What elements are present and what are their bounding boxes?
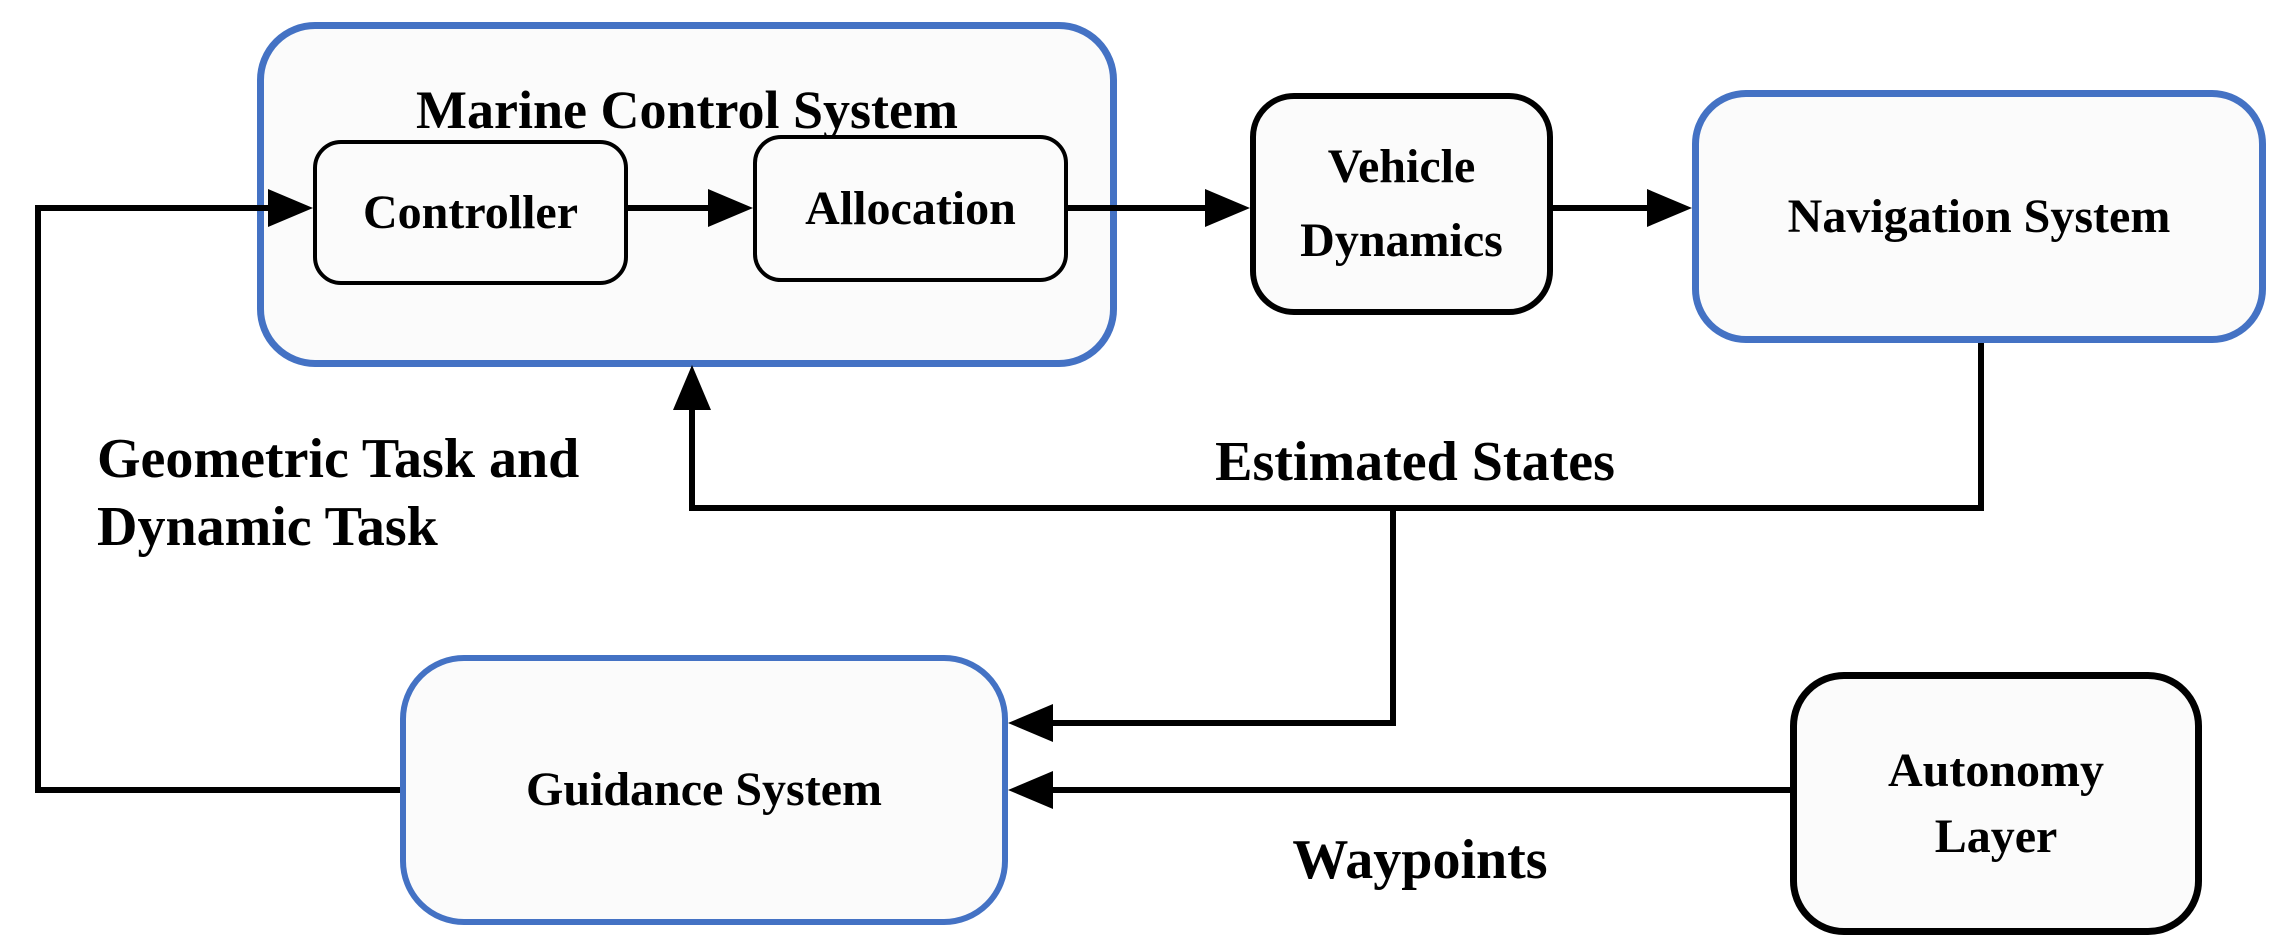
connector-branch-to-guidance xyxy=(1050,720,1396,726)
connector-waypoints xyxy=(1050,787,1790,793)
arrowhead-into-controller xyxy=(268,189,313,227)
navigation-system-box: Navigation System xyxy=(1692,90,2266,343)
connector-vehicle-dynamics-to-navigation xyxy=(1553,205,1649,211)
marine-control-system-title: Marine Control System xyxy=(416,80,958,140)
estimated-states-label: Estimated States xyxy=(1215,431,1615,493)
connector-navigation-down xyxy=(1978,343,1984,511)
arrowhead-into-marine-control-system xyxy=(673,365,711,410)
connector-guidance-to-left xyxy=(35,787,400,793)
connector-branch-down xyxy=(1390,508,1396,726)
connector-feedback-up xyxy=(689,408,695,508)
autonomy-layer-box: Autonomy Layer xyxy=(1790,672,2202,935)
connector-left-vertical xyxy=(35,205,41,793)
guidance-system-box: Guidance System xyxy=(400,655,1008,925)
vehicle-dynamics-box: Vehicle Dynamics xyxy=(1250,93,1553,315)
arrowhead-into-guidance-bottom xyxy=(1008,771,1053,809)
controller-label: Controller xyxy=(362,185,579,239)
connector-into-controller xyxy=(35,205,270,211)
controller-box: Controller xyxy=(313,140,628,285)
waypoints-label: Waypoints xyxy=(1292,829,1548,891)
geometric-task-label: Geometric Task and Dynamic Task xyxy=(97,428,580,558)
navigation-system-label: Navigation System xyxy=(1787,189,2171,243)
autonomy-layer-label: Autonomy Layer xyxy=(1887,743,2105,863)
connector-allocation-to-vehicle-dynamics xyxy=(1068,205,1208,211)
allocation-label: Allocation xyxy=(805,181,1016,235)
connector-estimated-states xyxy=(689,505,1984,511)
connector-controller-to-allocation xyxy=(628,205,710,211)
arrowhead-into-guidance-top xyxy=(1008,704,1053,742)
arrowhead-into-navigation xyxy=(1647,189,1692,227)
arrowhead-into-allocation xyxy=(708,189,753,227)
guidance-system-label: Guidance System xyxy=(525,763,882,817)
vehicle-dynamics-label: Vehicle Dynamics xyxy=(1300,140,1503,267)
arrowhead-into-vehicle-dynamics xyxy=(1205,189,1250,227)
allocation-box: Allocation xyxy=(753,135,1068,282)
